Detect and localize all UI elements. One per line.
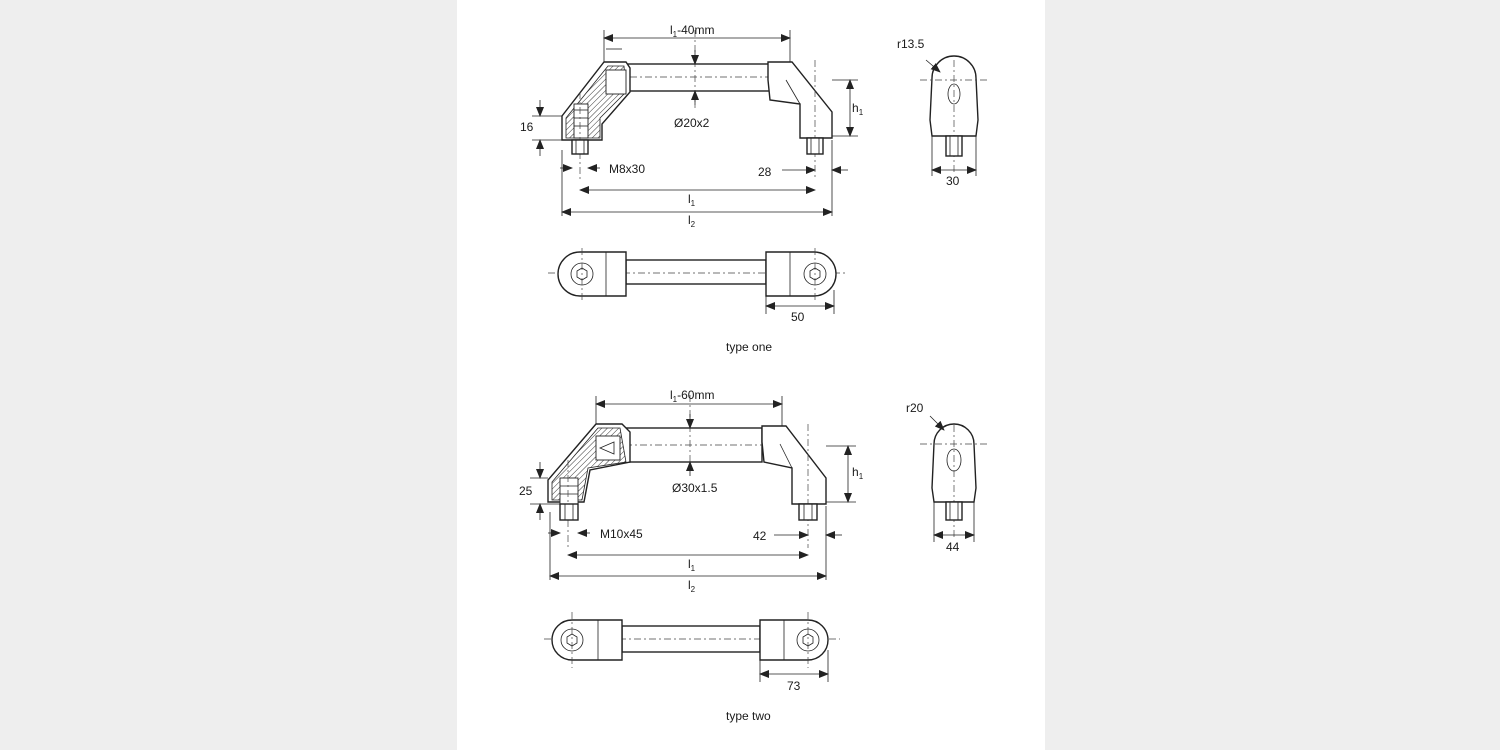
type-two-front-view — [547, 395, 827, 548]
type-two-l2-label: l2 — [688, 578, 696, 594]
type-two-radius-label: r20 — [906, 401, 924, 415]
type-two-group: l1-60mm Ø30x1.5 h1 25 M10x45 42 l1 — [519, 388, 988, 723]
type-two-l1-label: l1 — [688, 557, 696, 573]
type-one-side-view: r13.5 30 — [897, 37, 988, 188]
type-one-top-width-label: 50 — [791, 310, 805, 324]
type-one-radius-label: r13.5 — [897, 37, 925, 51]
type-one-l1-minus-label: l1-40mm — [670, 23, 714, 39]
type-one-dimensions: l1-40mm Ø20x2 h1 16 M8x30 28 l1 — [520, 23, 864, 229]
type-one-thread-label: M8x30 — [609, 162, 645, 176]
type-two-h1-label: h1 — [852, 465, 864, 481]
type-one-left-nut — [571, 139, 589, 155]
type-two-top-view: 73 — [544, 612, 840, 693]
type-one-l2-label: l2 — [688, 213, 696, 229]
type-two-caption: type two — [726, 709, 771, 723]
type-two-offset-label: 42 — [753, 529, 767, 543]
type-two-l1-minus-label: l1-60mm — [670, 388, 714, 404]
type-two-left-nut — [559, 503, 579, 521]
type-two-right-nut — [798, 503, 818, 521]
type-one-side-width-label: 30 — [946, 174, 960, 188]
type-one-h1-label: h1 — [852, 101, 864, 117]
type-one-right-nut — [806, 137, 824, 155]
type-two-top-width-label: 73 — [787, 679, 801, 693]
type-one-height-label: 16 — [520, 120, 534, 134]
drawing-sheet: l1-40mm Ø20x2 h1 16 M8x30 28 l1 — [457, 0, 1045, 750]
type-two-tube-label: Ø30x1.5 — [672, 481, 718, 495]
type-one-caption: type one — [726, 340, 772, 354]
type-two-thread-label: M10x45 — [600, 527, 643, 541]
type-two-dimensions: l1-60mm Ø30x1.5 h1 25 M10x45 42 l1 — [519, 388, 864, 594]
type-two-right-leg — [761, 425, 827, 505]
type-one-right-leg — [767, 61, 833, 139]
type-one-front-view — [561, 30, 833, 180]
type-one-top-view: 50 — [548, 248, 845, 324]
type-one-offset-label: 28 — [758, 165, 772, 179]
type-one-l1-label: l1 — [688, 192, 696, 208]
type-one-tube-label: Ø20x2 — [674, 116, 710, 130]
type-two-side-view: r20 44 — [906, 401, 988, 554]
type-two-height-label: 25 — [519, 484, 533, 498]
type-two-side-width-label: 44 — [946, 540, 960, 554]
type-one-group: l1-40mm Ø20x2 h1 16 M8x30 28 l1 — [520, 23, 988, 354]
